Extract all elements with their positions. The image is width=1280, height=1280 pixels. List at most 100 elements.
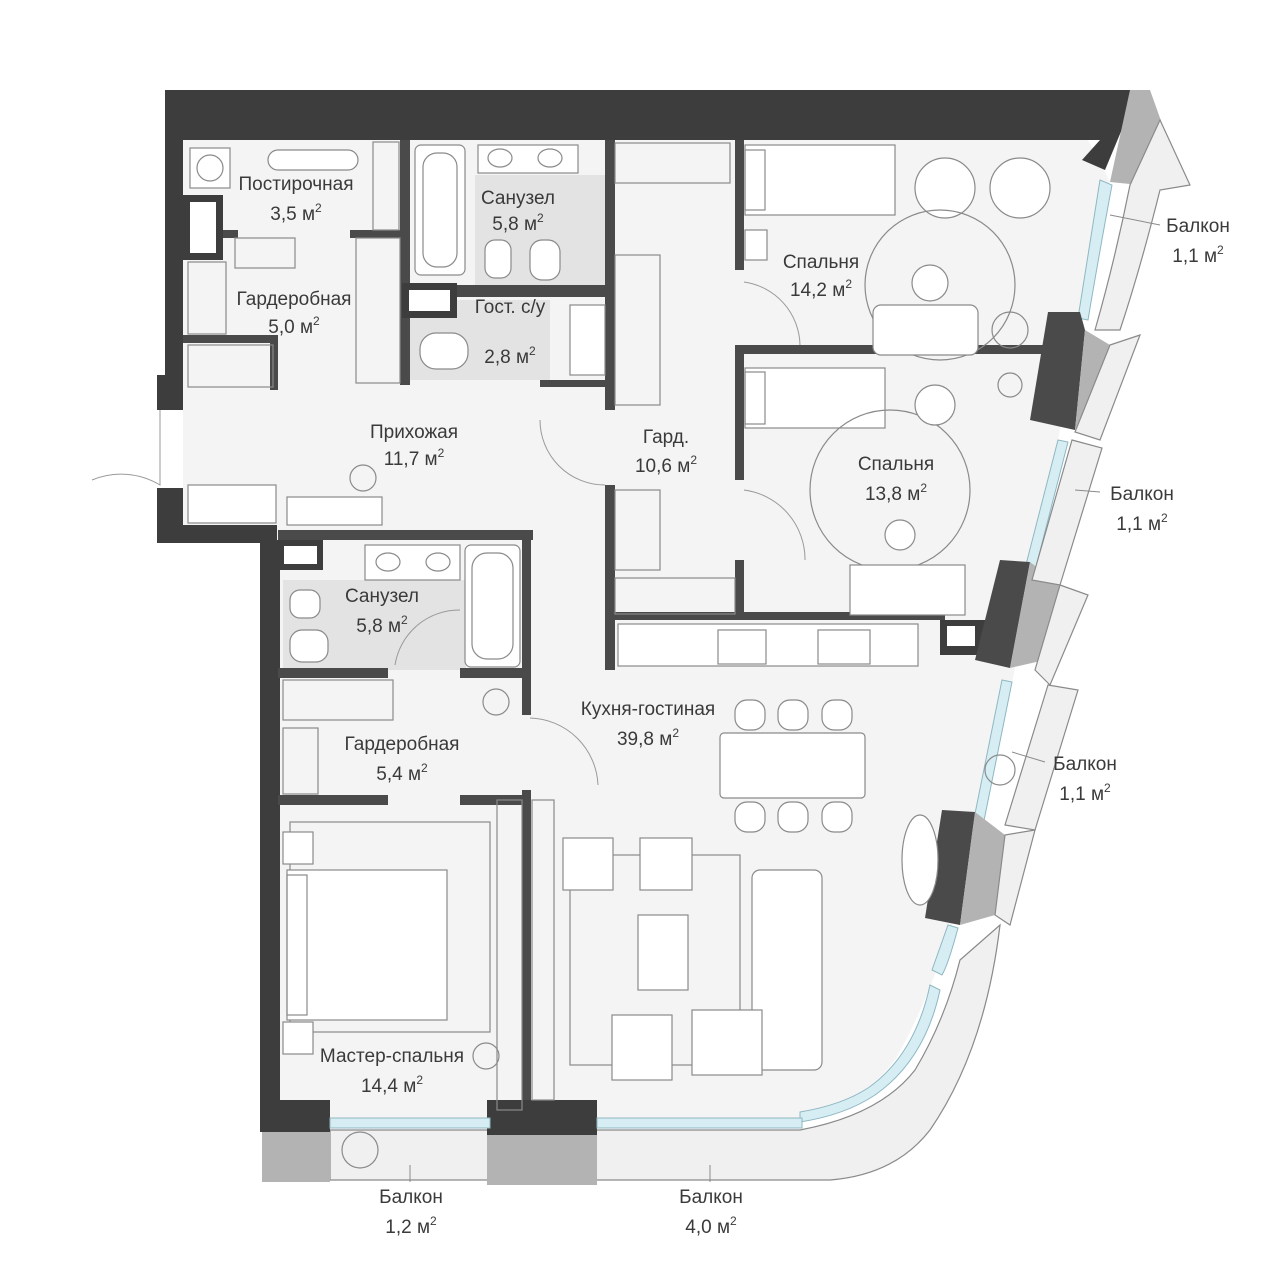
balkon-3-area-value: 1,1 [1059, 784, 1091, 805]
bathtub-2 [464, 544, 521, 668]
balkon-1-area-value: 1,1 [1172, 246, 1204, 267]
spalnya-mid-area: 13,8 м2 [865, 481, 927, 505]
toilet-bottom [289, 629, 329, 663]
spalnya-top-area-unit: м [832, 280, 845, 301]
balkon-4-area-value: 1,2 [385, 1217, 417, 1238]
postirochnaya-area-unit: м [302, 204, 315, 225]
balkon-2-name: Балкон [1110, 484, 1174, 505]
balkon-3-area-power: 2 [1104, 781, 1111, 795]
sanuzel-bottom-name: Санузел [345, 586, 419, 607]
sanuzel-top-area: 5,8 м2 [492, 211, 544, 235]
gost-su-area-value: 2,8 [484, 347, 516, 368]
balkon-5-area-value: 4,0 [685, 1217, 717, 1238]
balkon-4-area-power: 2 [430, 1214, 437, 1228]
garderobnaya-bottom-area-unit: м [408, 764, 421, 785]
gard-area-value: 10,6 [635, 456, 677, 477]
garderobnaya-bottom-area-power: 2 [421, 761, 428, 775]
balkon-2-area-power: 2 [1161, 511, 1168, 525]
master-spalnya-area-value: 14,4 [361, 1076, 403, 1097]
kuhnya-gostinaya-area-value: 39,8 [617, 729, 659, 750]
gost-su-area: 2,8 м2 [484, 344, 536, 368]
entrance-door [91, 410, 161, 486]
balkon-2-area: 1,1 м2 [1116, 511, 1168, 535]
walls [157, 90, 1130, 1185]
garderobnaya-top-area: 5,0 м2 [268, 314, 320, 338]
gard-area-unit: м [677, 456, 690, 477]
kitchen-counter [617, 623, 919, 667]
balkon-5-name: Балкон [679, 1187, 743, 1208]
postirochnaya-name: Постирочная [238, 174, 353, 195]
coffee-table [637, 914, 689, 991]
sanuzel-top-area-power: 2 [537, 211, 544, 225]
gost-su-name: Гост. с/у [475, 297, 546, 318]
garderobnaya-top-area-value: 5,0 [268, 317, 300, 338]
washing-machine [189, 147, 231, 189]
toilet-guest [419, 332, 469, 370]
sanuzel-top-area-unit: м [524, 214, 537, 235]
ironing-board [267, 149, 359, 171]
leader-lines [409, 214, 1161, 1182]
balkon-5-area: 4,0 м2 [685, 1214, 737, 1238]
prihozhaya-area-value: 11,7 [384, 449, 425, 470]
balkon-2-area-value: 1,1 [1116, 514, 1148, 535]
balkon-3-area-unit: м [1091, 784, 1104, 805]
balkon-3-name: Балкон [1053, 754, 1117, 775]
master-spalnya-name: Мастер-спальня [320, 1046, 464, 1067]
kuhnya-gostinaya-area-power: 2 [672, 726, 679, 740]
spalnya-top-name: Спальня [783, 252, 859, 273]
balkon-1-name: Балкон [1166, 216, 1230, 237]
prihozhaya-area-power: 2 [438, 446, 445, 460]
balcony-outlines [994, 118, 1191, 926]
gard-name: Гард. [643, 427, 689, 448]
dining-table [719, 732, 866, 799]
entry-console [286, 496, 383, 526]
desk-2 [849, 564, 966, 616]
balkon-2-area-unit: м [1148, 514, 1161, 535]
balkon-1-area: 1,1 м2 [1172, 243, 1224, 267]
guest-sink [569, 304, 606, 376]
postirochnaya-area-power: 2 [315, 201, 322, 215]
postirochnaya-area-value: 3,5 [270, 204, 302, 225]
sanuzel-bottom-area-unit: м [388, 616, 401, 637]
balkon-4-name: Балкон [379, 1187, 443, 1208]
garderobnaya-top-area-unit: м [300, 317, 313, 338]
gard-area-power: 2 [690, 453, 697, 467]
garderobnaya-top-name: Гардеробная [237, 289, 352, 310]
balkon-5-area-unit: м [717, 1217, 730, 1238]
garderobnaya-bottom-area-value: 5,4 [376, 764, 408, 785]
balkon-1-area-unit: м [1204, 246, 1217, 267]
prihozhaya-name: Прихожая [370, 422, 458, 443]
spalnya-top-area-power: 2 [845, 277, 852, 291]
desk-1 [872, 304, 979, 356]
prihozhaya-area-unit: м [425, 449, 438, 470]
sanuzel-bottom-area-value: 5,8 [356, 616, 388, 637]
spalnya-mid-area-power: 2 [920, 481, 927, 495]
doors [91, 281, 806, 786]
bed-1 [744, 144, 896, 216]
kuhnya-gostinaya-area-unit: м [659, 729, 672, 750]
garderobnaya-bottom-area: 5,4 м2 [376, 761, 428, 785]
armchair-3 [611, 1014, 673, 1081]
armchair-1 [562, 837, 614, 891]
spalnya-mid-area-unit: м [907, 484, 920, 505]
toilet-top [529, 239, 561, 281]
balkon-1-area-power: 2 [1217, 243, 1224, 257]
spalnya-top-area: 14,2 м2 [790, 277, 852, 301]
kuhnya-gostinaya-name: Кухня-гостиная [581, 699, 715, 720]
sanuzel-top-area-value: 5,8 [492, 214, 524, 235]
balkon-5-area-power: 2 [730, 1214, 737, 1228]
bathtub [414, 144, 466, 276]
prihozhaya-area: 11,7 м2 [384, 446, 445, 470]
gost-su-area-unit: м [516, 347, 529, 368]
balkon-4-area-unit: м [417, 1217, 430, 1238]
balkon-3-area: 1,1 м2 [1059, 781, 1111, 805]
armchair-2 [639, 837, 693, 891]
sink-counter [477, 144, 579, 174]
gard-area: 10,6 м2 [635, 453, 697, 477]
master-spalnya-area-unit: м [403, 1076, 416, 1097]
furniture [187, 141, 1051, 1169]
entry-bench [187, 484, 277, 524]
postirochnaya-area: 3,5 м2 [270, 201, 322, 225]
